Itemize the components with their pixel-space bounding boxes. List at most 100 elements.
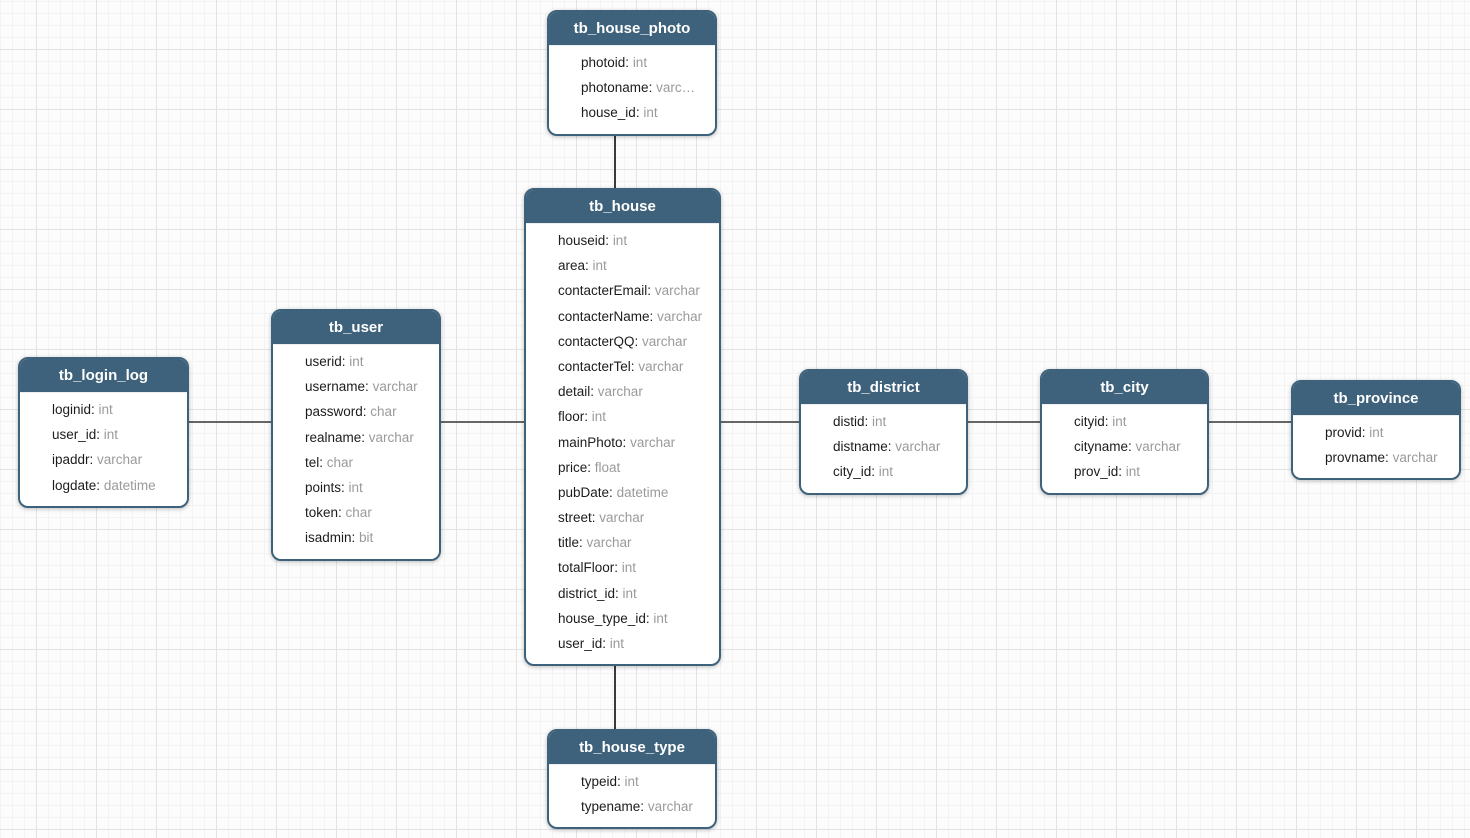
entity-tb-house[interactable]: tb_house houseidintareaintcontacterEmail… <box>524 188 721 667</box>
entity-tb-house-photo[interactable]: tb_house_photo photoidintphotonamevarc…h… <box>547 10 717 136</box>
relationship-line-user-house[interactable] <box>441 421 524 423</box>
table-field-list: useridintusernamevarcharpasswordcharreal… <box>273 345 439 559</box>
field-row: contacterQQvarchar <box>558 329 713 354</box>
field-name: token <box>305 505 346 520</box>
field-row: totalFloorint <box>558 555 713 580</box>
relationship-line-house-photo-house[interactable] <box>614 133 616 188</box>
field-type: varchar <box>642 333 688 349</box>
table-title: tb_province <box>1293 382 1459 416</box>
field-name: user_id <box>52 427 104 442</box>
field-name: totalFloor <box>558 560 622 575</box>
field-type: varc… <box>656 80 696 96</box>
field-row: provnamevarchar <box>1325 445 1453 470</box>
field-type: varchar <box>654 283 700 299</box>
table-field-list: houseidintareaintcontacterEmailvarcharco… <box>526 224 719 664</box>
field-name: title <box>558 535 587 550</box>
field-name: prov_id <box>1074 464 1126 479</box>
field-name: price <box>558 460 595 475</box>
table-field-list: providintprovnamevarchar <box>1293 416 1459 478</box>
field-row: citynamevarchar <box>1074 434 1201 459</box>
field-name: mainPhoto <box>558 435 630 450</box>
field-name: contacterEmail <box>558 283 655 298</box>
field-name: street <box>558 510 599 525</box>
field-name: username <box>305 379 373 394</box>
relationship-line-login-log-user[interactable] <box>189 421 271 423</box>
field-row: titlevarchar <box>558 530 713 555</box>
field-name: loginid <box>52 402 99 417</box>
table-field-list: distidintdistnamevarcharcity_idint <box>801 405 966 493</box>
field-name: distid <box>833 414 872 429</box>
entity-tb-login-log[interactable]: tb_login_log loginidintuser_idintipaddrv… <box>18 357 189 508</box>
field-type: varchar <box>597 384 643 400</box>
field-row: floorint <box>558 404 713 429</box>
field-name: points <box>305 480 349 495</box>
field-type: int <box>348 479 363 495</box>
field-type: datetime <box>616 484 669 500</box>
entity-tb-district[interactable]: tb_district distidintdistnamevarcharcity… <box>799 369 968 495</box>
field-name: contacterQQ <box>558 334 642 349</box>
field-name: house_type_id <box>558 611 653 626</box>
field-type: int <box>1125 464 1141 480</box>
field-type: int <box>624 774 639 789</box>
field-row: mainPhotovarchar <box>558 430 713 455</box>
field-name: typeid <box>581 774 625 789</box>
field-row: photonamevarc… <box>581 75 709 100</box>
field-name: floor <box>558 409 592 424</box>
field-name: detail <box>558 384 598 399</box>
relationship-line-house-district[interactable] <box>721 421 799 423</box>
field-row: user_idint <box>558 631 713 656</box>
table-field-list: cityidintcitynamevarchar prov_idint <box>1042 405 1207 493</box>
field-name: area <box>558 258 593 273</box>
field-type: int <box>349 354 364 369</box>
field-type: int <box>621 560 637 576</box>
field-name: distname <box>833 439 895 454</box>
table-title: tb_login_log <box>20 359 187 393</box>
field-row: providint <box>1325 420 1453 445</box>
relationship-line-district-city[interactable] <box>968 421 1040 423</box>
field-name: house_id <box>581 105 643 120</box>
field-row: detailvarchar <box>558 379 713 404</box>
field-type: int <box>592 258 607 274</box>
field-type: int <box>622 585 637 601</box>
field-type: int <box>878 464 894 480</box>
field-row: cityidint <box>1074 409 1201 434</box>
field-type: datetime <box>103 477 156 493</box>
field-name: city_id <box>833 464 879 479</box>
field-name: realname <box>305 430 369 445</box>
field-name: houseid <box>558 233 613 248</box>
field-row: isadminbit <box>305 525 433 550</box>
field-row: logdatedatetime <box>52 473 181 498</box>
entity-tb-city[interactable]: tb_city cityidintcitynamevarcharprov_idi… <box>1040 369 1209 495</box>
field-name: userid <box>305 354 349 369</box>
relationship-line-house-house-type[interactable] <box>614 666 616 729</box>
table-title: tb_user <box>273 311 439 345</box>
table-field-list: loginidintuser_idintipaddrvarcharlogdate… <box>20 393 187 506</box>
field-row: pricefloat <box>558 455 713 480</box>
field-row: distidint <box>833 409 960 434</box>
field-type: char <box>345 505 372 521</box>
entity-tb-province[interactable]: tb_province providintprovnamevarchar <box>1291 380 1461 481</box>
field-name: pubDate <box>558 485 617 500</box>
table-title: tb_house <box>526 190 719 224</box>
field-type: varchar <box>895 439 941 455</box>
field-name: cityname <box>1074 439 1136 454</box>
field-type: float <box>594 459 621 475</box>
table-field-list: typeidinttypenamevarchar <box>549 765 715 827</box>
field-type: int <box>609 636 625 651</box>
field-name: password <box>305 404 370 419</box>
entity-tb-house-type[interactable]: tb_house_type typeidinttypenamevarchar <box>547 729 717 830</box>
field-type: varchar <box>368 429 414 445</box>
field-row: streetvarchar <box>558 505 713 530</box>
field-type: varchar <box>372 379 418 395</box>
field-row: city_idint <box>833 459 960 484</box>
field-row: contacterTelvarchar <box>558 354 713 379</box>
entity-tb-user[interactable]: tb_user useridintusernamevarcharpassword… <box>271 309 441 561</box>
relationship-line-city-province[interactable] <box>1209 421 1291 423</box>
field-name: contacterTel <box>558 359 638 374</box>
field-row: tokenchar <box>305 500 433 525</box>
field-type: int <box>1369 425 1384 440</box>
field-name: typename <box>581 799 648 814</box>
field-type: int <box>632 55 648 70</box>
field-row: houseidint <box>558 228 713 253</box>
field-type: bit <box>359 530 374 546</box>
